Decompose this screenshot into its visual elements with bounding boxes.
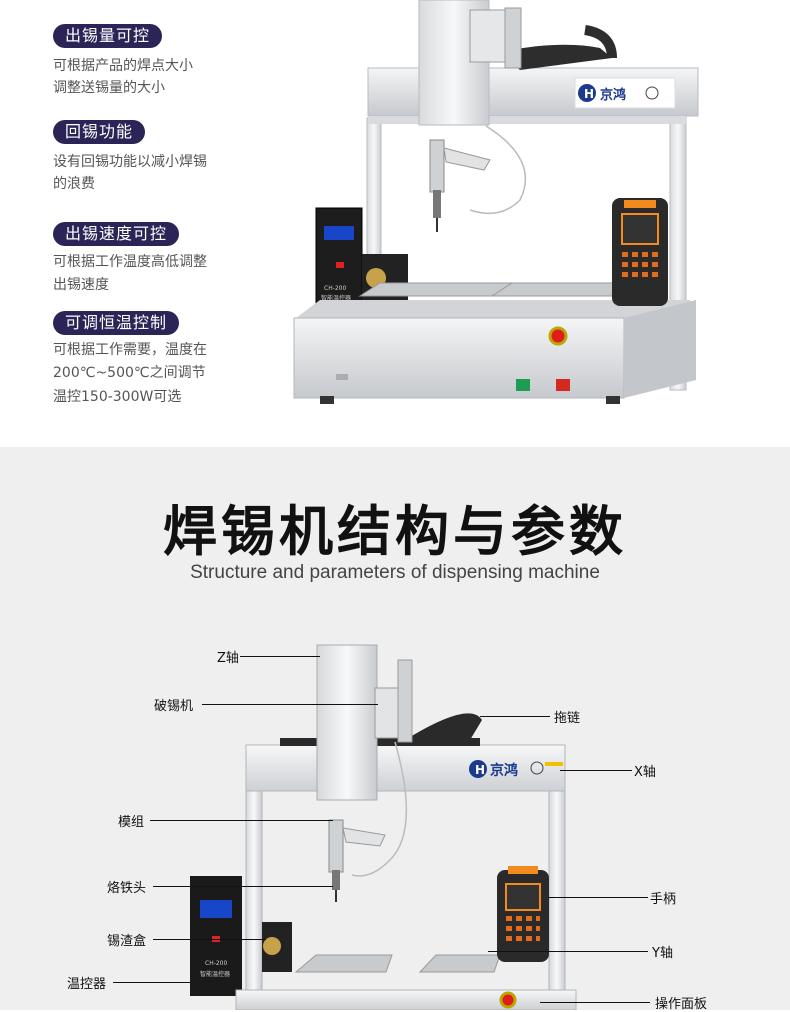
section-subtitle: Structure and parameters of dispensing m… — [190, 562, 600, 583]
machine-illustration-top: H 京鸿 CH-200 智能温控器 — [293, 0, 699, 404]
feature-desc-line: 的浪费 — [53, 176, 95, 192]
callout-y-axis: Y轴 — [652, 946, 673, 961]
callout-dross-box: 锡渣盒 — [107, 934, 147, 949]
svg-text:京鸿: 京鸿 — [600, 87, 626, 103]
feature-title-speed: 出锡速度可控 — [53, 222, 180, 246]
callout-feeder: 破锡机 — [154, 699, 194, 714]
svg-text:智能温控器: 智能温控器 — [321, 294, 351, 302]
features-section: 出锡量可控 可根据产品的焊点大小 调整送锡量的大小 回锡功能 设有回锡功能以减小… — [0, 0, 790, 447]
section-title: 焊锡机结构与参数 — [163, 500, 627, 563]
callout-temp-controller: 温控器 — [67, 977, 107, 992]
feature-desc-line: 200℃~500℃之间调节 — [53, 365, 206, 381]
svg-text:CH-200: CH-200 — [324, 285, 347, 292]
feature-title-temperature: 可调恒温控制 — [53, 311, 180, 335]
feature-desc-line: 可根据工作温度高低调整 — [53, 254, 207, 270]
callout-line — [153, 939, 266, 940]
callout-x-axis: X轴 — [634, 765, 656, 780]
callout-drag-chain: 拖链 — [554, 711, 581, 726]
callout-handle: 手柄 — [650, 892, 677, 907]
callout-line — [480, 716, 550, 717]
feature-desc-line: 温控150-300W可选 — [53, 389, 182, 405]
feature-desc-line: 可根据产品的焊点大小 — [53, 58, 193, 74]
callout-line — [153, 886, 333, 887]
svg-text:H: H — [584, 87, 594, 101]
callout-line — [150, 820, 333, 821]
feature-title-solder-amount: 出锡量可控 — [53, 24, 163, 48]
feature-desc-line: 设有回锡功能以减小焊锡 — [53, 154, 207, 170]
callout-module: 模组 — [118, 815, 145, 830]
callout-line — [560, 770, 632, 771]
callout-iron-head: 烙铁头 — [107, 881, 147, 896]
callout-line — [202, 704, 378, 705]
feature-desc-line: 可根据工作需要，温度在 — [53, 342, 207, 358]
callout-line — [240, 656, 320, 657]
callout-z-axis: Z轴 — [217, 651, 239, 666]
feature-desc-line: 出锡速度 — [53, 277, 109, 293]
callout-line — [540, 1002, 650, 1003]
feature-desc-line: 调整送锡量的大小 — [53, 80, 165, 96]
callout-line — [113, 982, 193, 983]
callout-line — [548, 897, 648, 898]
callout-line — [488, 951, 648, 952]
feature-title-retract: 回锡功能 — [53, 120, 146, 144]
callout-panel: 操作面板 — [655, 997, 708, 1012]
